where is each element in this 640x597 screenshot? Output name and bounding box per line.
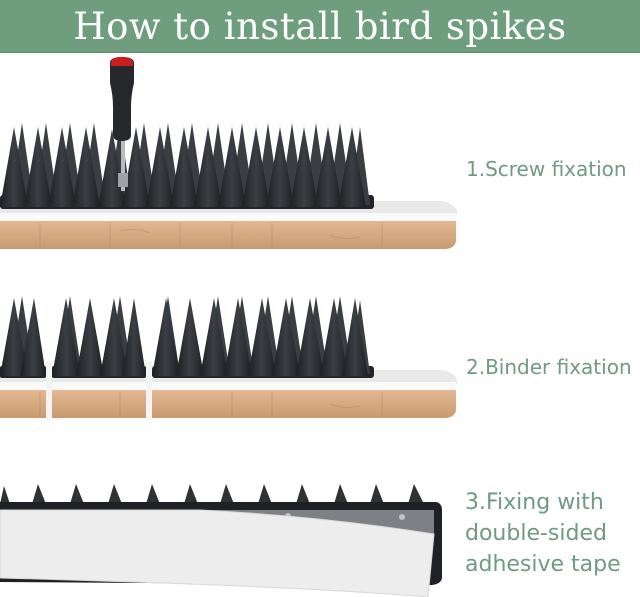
screwdriver-icon xyxy=(110,57,134,191)
step-3-label-line-3: adhesive tape xyxy=(465,552,621,577)
binder-fixation-illustration xyxy=(0,296,457,420)
adhesive-tape-illustration xyxy=(0,484,442,597)
screw-fixation-illustration xyxy=(0,57,457,249)
step-1-label: 1.Screw fixation xyxy=(466,157,627,181)
adhesive-backing-paper xyxy=(0,509,435,597)
step-3-label: 3.Fixing with double-sided adhesive tape xyxy=(465,487,621,580)
wood-ledge xyxy=(0,390,456,418)
title-banner: How to install bird spikes xyxy=(0,0,640,53)
step-2-label: 2.Binder fixation xyxy=(466,355,632,379)
page-title: How to install bird spikes xyxy=(73,4,567,48)
cable-tie-icon xyxy=(46,362,152,420)
step-3-label-line-2: double-sided xyxy=(465,521,607,546)
step-3-label-line-1: 3.Fixing with xyxy=(465,490,604,515)
ledge-edge xyxy=(0,382,456,390)
ledge-edge xyxy=(0,213,456,221)
wood-ledge xyxy=(0,221,456,249)
